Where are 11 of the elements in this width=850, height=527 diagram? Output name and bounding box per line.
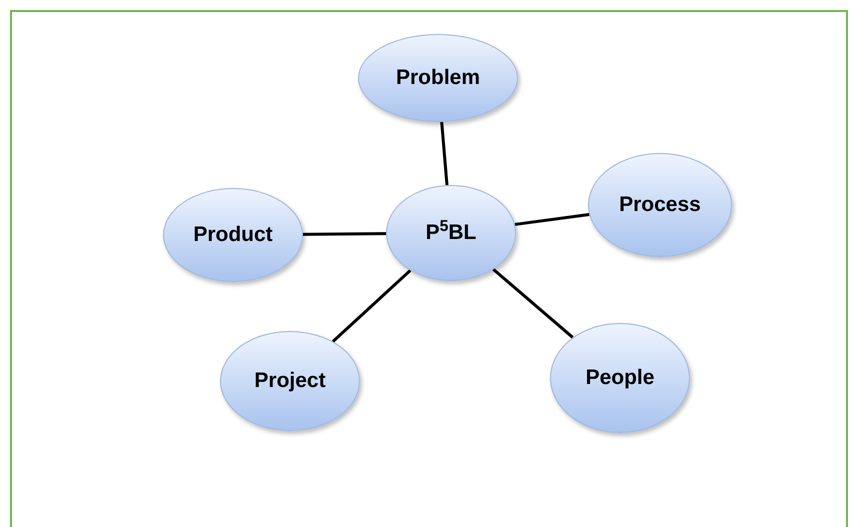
connector-line [514, 213, 590, 226]
connector-line [302, 232, 386, 236]
connector-line [440, 122, 448, 186]
connector-line [492, 268, 574, 339]
node-label: People [586, 364, 654, 391]
connector-line [332, 269, 412, 343]
node-label: Project [254, 368, 326, 394]
node-label: P$^{5}$BL [426, 220, 476, 246]
node-label: Product [193, 222, 273, 248]
node-label: Problem [396, 64, 480, 91]
node-label: Process [619, 192, 701, 218]
